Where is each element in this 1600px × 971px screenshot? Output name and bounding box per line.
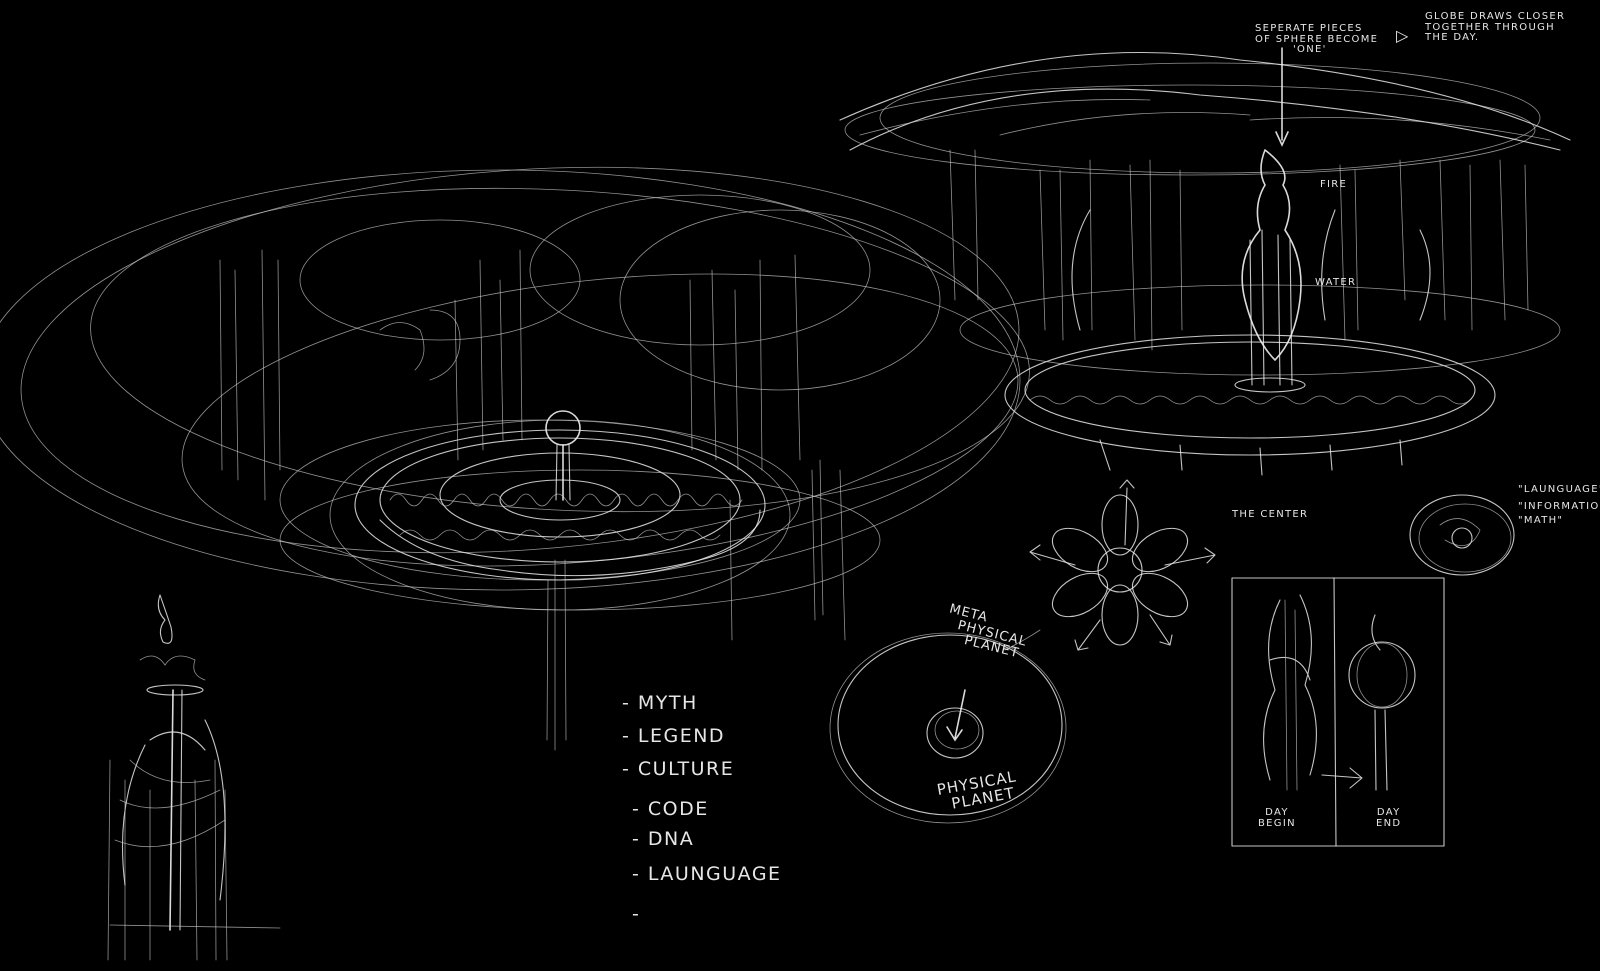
label-water: WATER — [1315, 277, 1357, 288]
note-line: "LAUNGUAGE" — [1518, 484, 1600, 495]
left-tower-sketch — [107, 594, 281, 961]
list-item-language: - LAUNGUAGE — [632, 863, 782, 885]
note-globe-draws: GLOBE DRAWS CLOSER TOGETHER THROUGH THE … — [1425, 11, 1566, 44]
note-line: 'ONE' — [1293, 44, 1327, 55]
note-line: BEGIN — [1258, 817, 1296, 829]
left-swirl-scene — [0, 166, 1030, 751]
note-line: OF SPHERE BECOME — [1255, 33, 1379, 45]
list-item-myth: - MYTH — [622, 692, 698, 714]
note-line: "INFORMATION" — [1518, 500, 1600, 512]
note-line: SEPERATE PIECES — [1255, 23, 1363, 34]
note-line: END — [1376, 817, 1402, 829]
label-the-center: THE CENTER — [1232, 509, 1309, 520]
note-line: TOGETHER THROUGH — [1425, 21, 1555, 33]
right-temple-sketch — [839, 47, 1571, 476]
panel-label-day-end: DAY END — [1376, 807, 1402, 829]
panel-label-day-begin: DAY BEGIN — [1258, 807, 1296, 829]
list-item-blank: - — [632, 903, 641, 925]
arrow-glyph: ▷ — [1396, 26, 1410, 45]
note-line: THE DAY. — [1425, 32, 1480, 43]
language-notes: "LAUNGUAGE" "INFORMATION" "MATH" — [1518, 484, 1600, 527]
label-fire: FIRE — [1320, 179, 1348, 190]
list-item-code: - CODE — [632, 798, 709, 820]
note-line: GLOBE DRAWS CLOSER — [1425, 11, 1566, 22]
note-line: "MATH" — [1518, 515, 1564, 526]
day-cycle-panels — [1231, 577, 1445, 847]
note-line: DAY — [1265, 807, 1289, 818]
physical-planet-diagram — [829, 629, 1067, 824]
note-line: DAY — [1376, 807, 1401, 818]
note-separate-pieces: SEPERATE PIECES OF SPHERE BECOME 'ONE' — [1255, 23, 1379, 56]
flower-diagram — [1029, 479, 1216, 651]
small-globe-sketch — [1409, 494, 1515, 576]
list-item-legend: - LEGEND — [622, 725, 726, 747]
list-item-dna: - DNA — [632, 828, 695, 850]
list-item-culture: - CULTURE — [622, 758, 735, 780]
